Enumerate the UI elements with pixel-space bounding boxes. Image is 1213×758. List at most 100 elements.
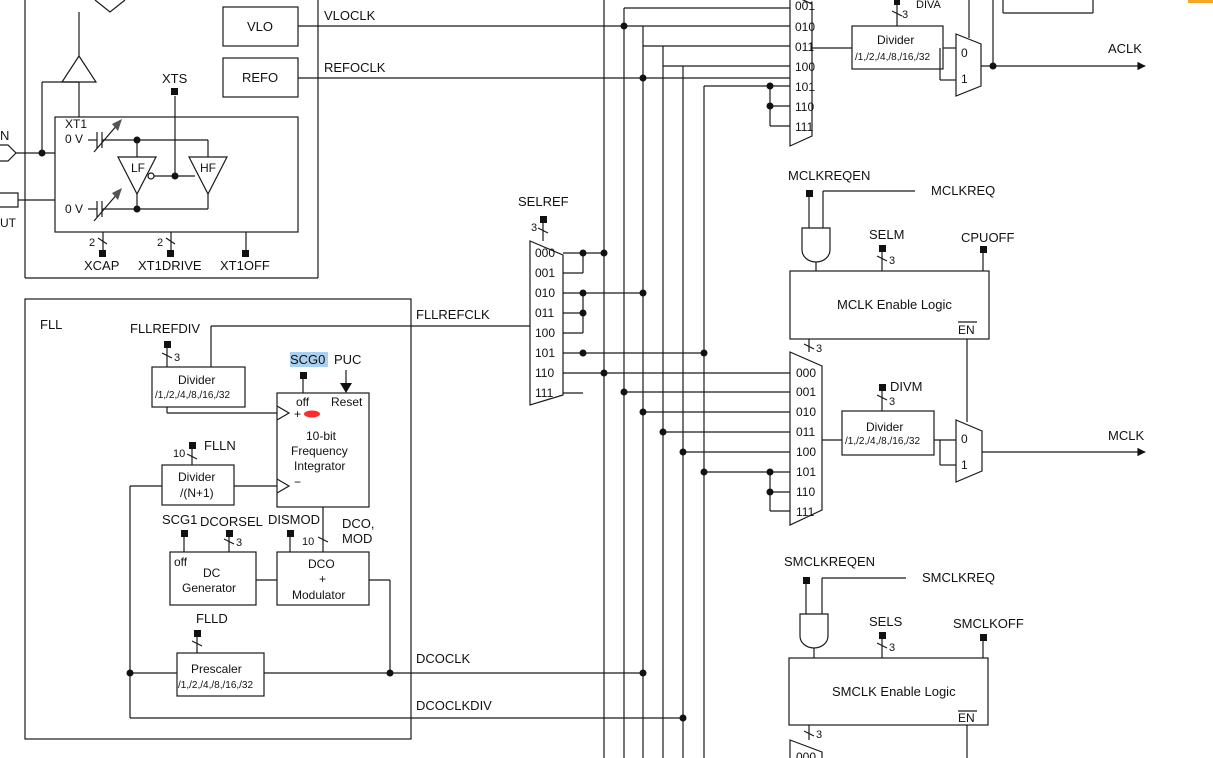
integrator-plus: + xyxy=(294,407,301,421)
mclk-path: MCLKREQEN MCLKREQ SELM 3 CPUOFF MCLK Ena… xyxy=(604,168,1146,526)
fllrefdiv-width: 3 xyxy=(174,352,180,364)
mclk-code-2: 010 xyxy=(796,405,816,419)
fll-block: FLL FLLREFCLK FLLREFDIV 3 Divider /1,/2,… xyxy=(24,298,687,740)
integrator-line2: Frequency xyxy=(291,444,348,458)
aclk-code-3: 100 xyxy=(795,60,815,74)
mclkreq-label: MCLKREQ xyxy=(931,183,995,198)
mclk-enable-logic-label: MCLK Enable Logic xyxy=(837,297,952,312)
mclk-code-1: 001 xyxy=(796,385,816,399)
cpuoff-label: CPUOFF xyxy=(961,230,1015,245)
xcap-label: XCAP xyxy=(84,258,119,273)
smclkreqen-label: SMCLKREQEN xyxy=(784,554,875,569)
dc-generator-line2: Generator xyxy=(182,581,236,595)
dismod-label: DISMOD xyxy=(268,512,320,527)
clock-bus xyxy=(603,0,790,758)
mclk-en-label: EN xyxy=(958,323,975,337)
divm-label: DIVM xyxy=(890,379,923,394)
prescaler-options: /1,/2,/4,/8,/16,/32 xyxy=(178,680,253,691)
ref-divider-title: Divider xyxy=(178,373,215,387)
selref-code-4: 100 xyxy=(535,326,555,340)
aclk-divider-options: /1,/2,/4,/8,/16,/32 xyxy=(855,52,930,63)
flln-width: 10 xyxy=(173,448,185,460)
aclk-mux-0: 0 xyxy=(961,46,968,60)
integrator-off: off xyxy=(296,395,310,409)
hf-label: HF xyxy=(200,161,216,175)
sels-width: 3 xyxy=(889,642,895,654)
dc-generator-line1: DC xyxy=(203,566,221,580)
scg1-label: SCG1 xyxy=(162,512,197,527)
selm-width: 3 xyxy=(889,255,895,267)
smclk-enable-logic-label: SMCLK Enable Logic xyxy=(832,684,956,699)
dcoclk-label: DCOCLK xyxy=(416,651,471,666)
integrator-line1: 10-bit xyxy=(306,429,337,443)
dco-line3: Modulator xyxy=(292,588,345,602)
dcoclkdiv-label: DCOCLKDIV xyxy=(416,698,492,713)
aclk-divider-title: Divider xyxy=(877,33,914,47)
aclk-output-label: ACLK xyxy=(1108,41,1142,56)
mclk-mux-0: 0 xyxy=(961,432,968,446)
selref-label: SELREF xyxy=(518,194,569,209)
dcorsel-label: DCORSEL xyxy=(200,514,263,529)
smclkreq-label: SMCLKREQ xyxy=(922,570,995,585)
dc-generator-off: off xyxy=(174,555,188,569)
scg0-label: SCG0 xyxy=(290,352,325,367)
mclk-code-7: 111 xyxy=(796,505,815,519)
ref-divider-options: /1,/2,/4,/8,/16,/32 xyxy=(155,390,230,401)
selref-width: 3 xyxy=(531,222,537,234)
sels-label: SELS xyxy=(869,614,903,629)
n-divider-title: Divider xyxy=(178,470,215,484)
prescaler-title: Prescaler xyxy=(191,662,242,676)
xt1-out-label: UT xyxy=(0,216,17,230)
fll-label: FLL xyxy=(40,317,62,332)
refo-box-label: REFO xyxy=(242,70,278,85)
xt1-cap-bottom-label: 0 V xyxy=(65,202,83,216)
mclk-mux-1: 1 xyxy=(961,458,968,472)
vloclk-label: VLOCLK xyxy=(324,8,376,23)
n-divider-options: /(N+1) xyxy=(180,486,214,500)
xt1-cap-top-label: 0 V xyxy=(65,132,83,146)
dcorsel-width: 3 xyxy=(236,537,242,549)
selref-code-7: 111 xyxy=(535,386,554,400)
aclk-code-1: 010 xyxy=(795,20,815,34)
xt1drive-label: XT1DRIVE xyxy=(138,258,202,273)
divm-width: 3 xyxy=(889,396,895,408)
dco-mod-width: 10 xyxy=(302,536,314,548)
selref-code-0: 000 xyxy=(535,246,555,260)
dco-line1: DCO xyxy=(308,557,335,571)
dco-line2: + xyxy=(319,572,326,586)
diva-label: DIVA xyxy=(916,0,942,11)
mclk-output-label: MCLK xyxy=(1108,428,1144,443)
integrator-reset: Reset xyxy=(331,395,363,409)
refoclk-label: REFOCLK xyxy=(324,60,386,75)
smclk-code-0: 000 xyxy=(796,750,816,758)
xcap-width: 2 xyxy=(89,237,95,249)
flln-label: FLLN xyxy=(204,438,236,453)
aclk-path: 001 010 011 100 101 110 111 Divider /1,/… xyxy=(789,0,1146,147)
flld-label: FLLD xyxy=(196,611,228,626)
vlo-box-label: VLO xyxy=(247,19,273,34)
integrator-line3: Integrator xyxy=(294,459,345,473)
mclk-code-0: 000 xyxy=(796,366,816,380)
clock-sources: VLO VLOCLK REFO REFOCLK xyxy=(222,6,790,98)
xt1off-label: XT1OFF xyxy=(220,258,270,273)
dco-mod-line1: DCO, xyxy=(342,516,375,531)
xt1-name: XT1 xyxy=(65,117,87,131)
fllrefclk-label: FLLREFCLK xyxy=(416,307,490,322)
selref-mux: SELREF 3 000 001 010 011 100 101 110 111 xyxy=(518,194,708,406)
selref-code-3: 011 xyxy=(535,306,554,320)
fllrefdiv-label: FLLREFDIV xyxy=(130,321,200,336)
smclk-mux-width: 3 xyxy=(816,729,822,741)
selref-code-5: 101 xyxy=(535,346,555,360)
selref-code-1: 001 xyxy=(535,266,555,280)
xts-label: XTS xyxy=(162,71,188,86)
mclk-divider-title: Divider xyxy=(866,420,903,434)
selref-code-2: 010 xyxy=(535,286,555,300)
aclk-code-0: 001 xyxy=(795,0,815,13)
aclk-code-5: 110 xyxy=(795,100,814,114)
xt1-oscillator: N UT XT1 0 V 0 V LF HF xyxy=(0,0,319,279)
lf-label: LF xyxy=(131,161,145,175)
top-accent-strip xyxy=(1188,0,1213,3)
mclk-code-5: 101 xyxy=(796,465,816,479)
aclk-code-6: 111 xyxy=(795,120,814,134)
